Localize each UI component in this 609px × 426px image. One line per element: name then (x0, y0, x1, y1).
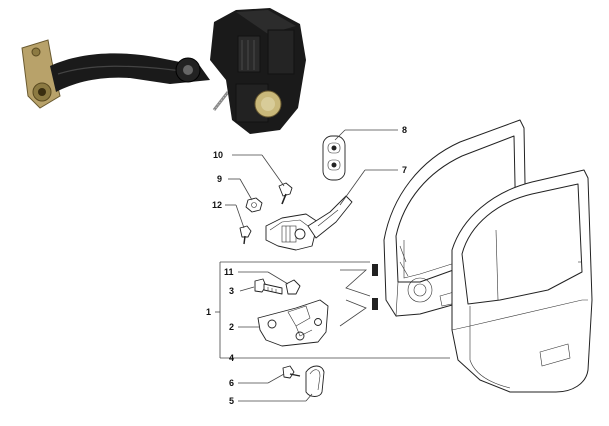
part-11-plug (285, 279, 301, 295)
callout-8: 8 (402, 125, 407, 135)
callout-1: 1 (206, 307, 211, 317)
callout-10: 10 (213, 150, 223, 160)
callout-4: 4 (229, 353, 234, 363)
callout-labels: 8 7 10 9 12 1 11 3 2 4 6 5 (206, 125, 407, 406)
part-9-nut (245, 197, 263, 213)
part-7-door-check-strap (265, 195, 353, 251)
part-10-bolt (278, 182, 293, 205)
callout-2: 2 (229, 322, 234, 332)
leader-lines (215, 129, 450, 402)
part-12-screw (239, 225, 252, 245)
part-8-rubber-grommet (322, 135, 346, 181)
callout-7: 7 (402, 165, 407, 175)
part-6-screw (282, 365, 301, 379)
callout-11: 11 (224, 267, 234, 277)
part-3-hinge-bolt (254, 278, 283, 295)
part-2-door-hinge (257, 299, 329, 347)
callout-5: 5 (229, 396, 234, 406)
callout-9: 9 (217, 174, 222, 184)
front-door-right (451, 169, 593, 393)
callout-3: 3 (229, 286, 234, 296)
door-check-strap-photo (21, 8, 306, 134)
callout-6: 6 (229, 378, 234, 388)
callout-12: 12 (212, 200, 222, 210)
part-5-clip (305, 365, 325, 397)
